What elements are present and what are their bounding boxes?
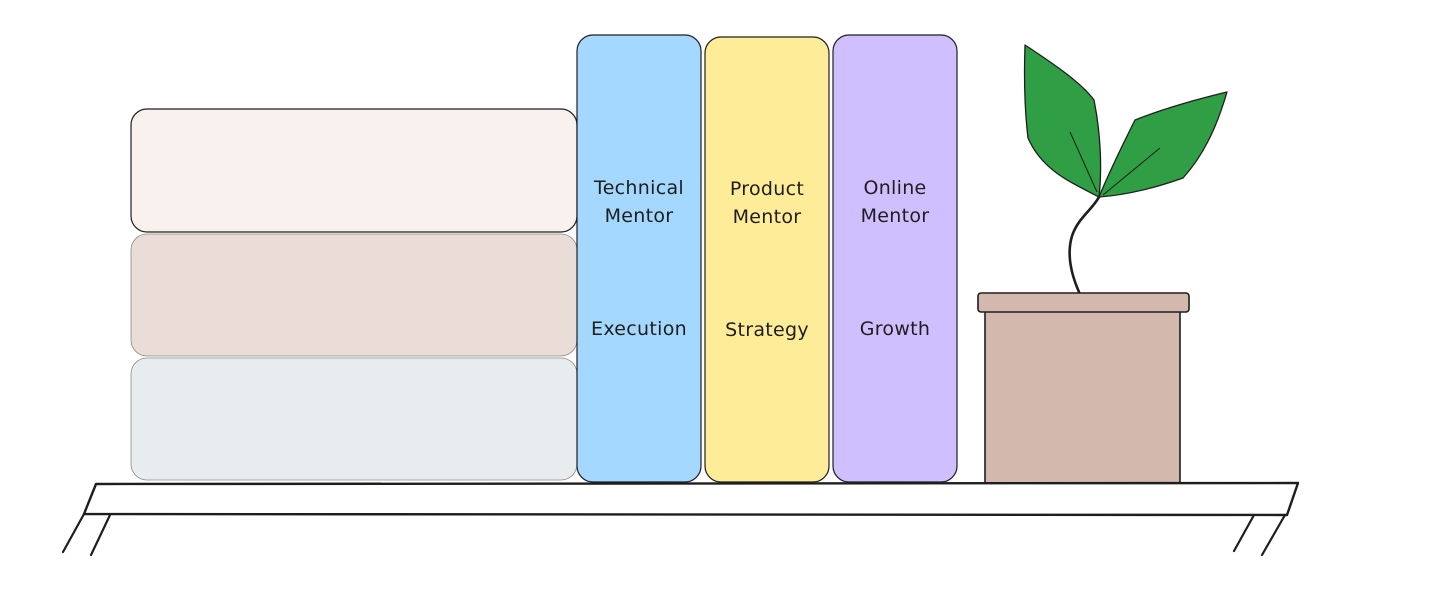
book-product-mentor: Product Mentor Strategy [704,36,830,483]
stacked-boxes [130,108,578,481]
book-title-line-1: Product [730,178,804,200]
shelf-leg-right-outer [1260,513,1287,557]
plant-leaf-left-vein [1069,131,1098,193]
book-title-line-1: Online [863,177,926,199]
shelf-board [82,481,1300,517]
shelf-leg-left-outer [61,512,86,554]
book-spine [704,36,830,483]
stack-box-bottom [130,357,578,481]
stack-box-middle [130,233,578,357]
pot-body [984,310,1181,484]
shelf [61,481,1300,557]
plant-leaf-right-vein [1102,147,1161,196]
shelf-leg-right-inner [1232,513,1256,553]
shelf-leg-left-inner [89,513,112,557]
plant-pot [977,44,1228,484]
book-title-line-2: Mentor [861,205,930,227]
pot-rim [977,292,1190,313]
plant-stem [1068,195,1101,294]
book-title-line-1: Technical [593,177,684,199]
book-title-line-2: Mentor [733,206,802,228]
book-subtitle: Growth [860,318,931,340]
book-online-mentor: Online Mentor Growth [832,34,958,483]
plant-leaf-right [1098,91,1228,198]
book-subtitle: Execution [591,318,687,340]
book-subtitle: Strategy [725,319,809,341]
book-technical-mentor: Technical Mentor Execution [576,34,702,483]
stack-box-top [130,108,578,233]
book-spine [832,34,958,483]
book-title-line-2: Mentor [605,205,674,227]
book-spine [576,34,702,483]
